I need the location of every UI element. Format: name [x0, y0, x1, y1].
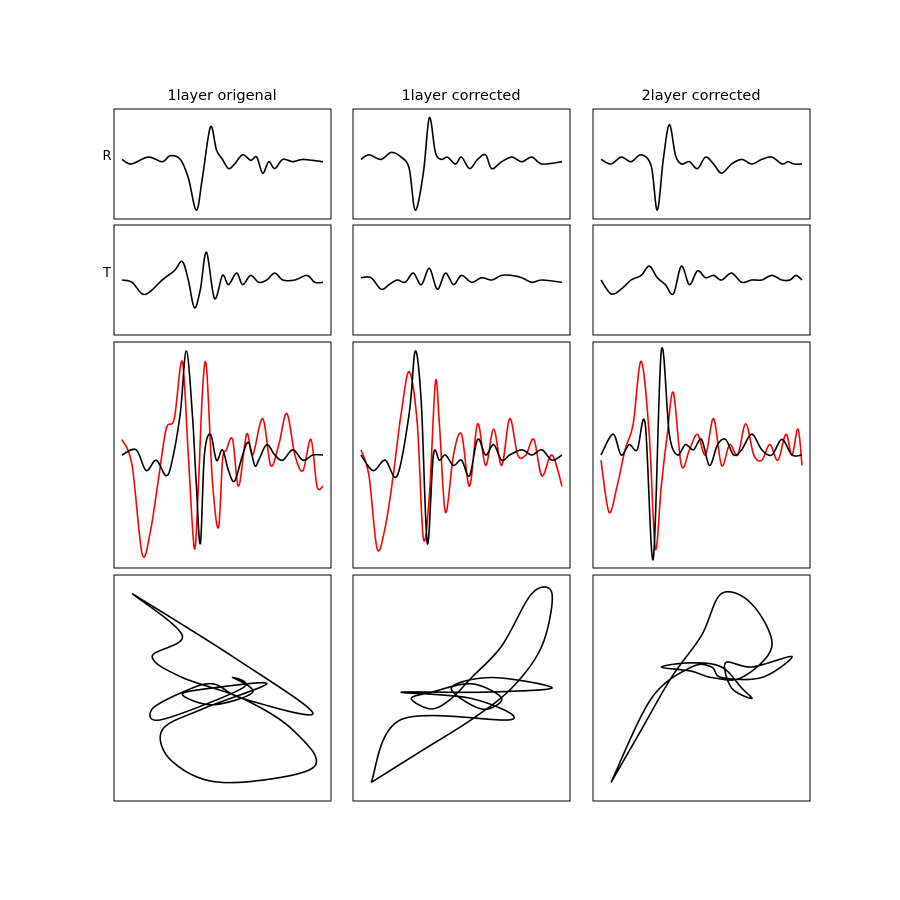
trace-t-line [600, 265, 803, 296]
overlay-t-line [600, 360, 803, 551]
trace-r-line [121, 125, 324, 211]
subplot-c3-r1 [592, 108, 811, 220]
overlay-t-line [360, 370, 563, 552]
overlay-r-line [360, 350, 563, 545]
particle-motion-line [610, 590, 793, 783]
axes-frame [352, 224, 571, 336]
subplot-grid [113, 108, 811, 802]
axes-frame [592, 574, 811, 802]
particle-motion-line [131, 592, 318, 784]
axes-frame [592, 108, 811, 220]
axes-frame [113, 224, 332, 336]
subplot-c1-r3 [113, 341, 332, 569]
subplot-c3-r3 [592, 341, 811, 569]
overlay-t-line [121, 360, 324, 558]
particle-motion-line [370, 586, 554, 784]
subplot-c2-r3 [352, 341, 571, 569]
axes-frame [352, 574, 571, 802]
subplot-c2-r1 [352, 108, 571, 220]
trace-t-line [360, 267, 563, 291]
axes-frame [352, 341, 571, 569]
subplot-c1-r2 [113, 224, 332, 336]
trace-r-line [600, 123, 803, 212]
column-title-3: 2layer corrected [641, 88, 760, 104]
column-title-2: 1layer corrected [401, 88, 520, 104]
subplot-c1-r4 [113, 574, 332, 802]
subplot-c3-r4 [592, 574, 811, 802]
axes-frame [352, 108, 571, 220]
axes-frame [113, 108, 332, 220]
subplot-c2-r4 [352, 574, 571, 802]
row-label-r: R [102, 149, 111, 164]
trace-t-line [121, 251, 324, 309]
axes-frame [113, 574, 332, 802]
trace-r-line [360, 116, 563, 212]
subplot-c1-r1 [113, 108, 332, 220]
subplot-c3-r2 [592, 224, 811, 336]
overlay-r-line [600, 347, 803, 561]
row-label-t: T [102, 266, 111, 281]
subplot-c2-r2 [352, 224, 571, 336]
overlay-r-line [121, 350, 324, 545]
axes-frame [113, 341, 332, 569]
column-title-1: 1layer origenal [167, 88, 276, 104]
axes-frame [592, 341, 811, 569]
axes-frame [592, 224, 811, 336]
